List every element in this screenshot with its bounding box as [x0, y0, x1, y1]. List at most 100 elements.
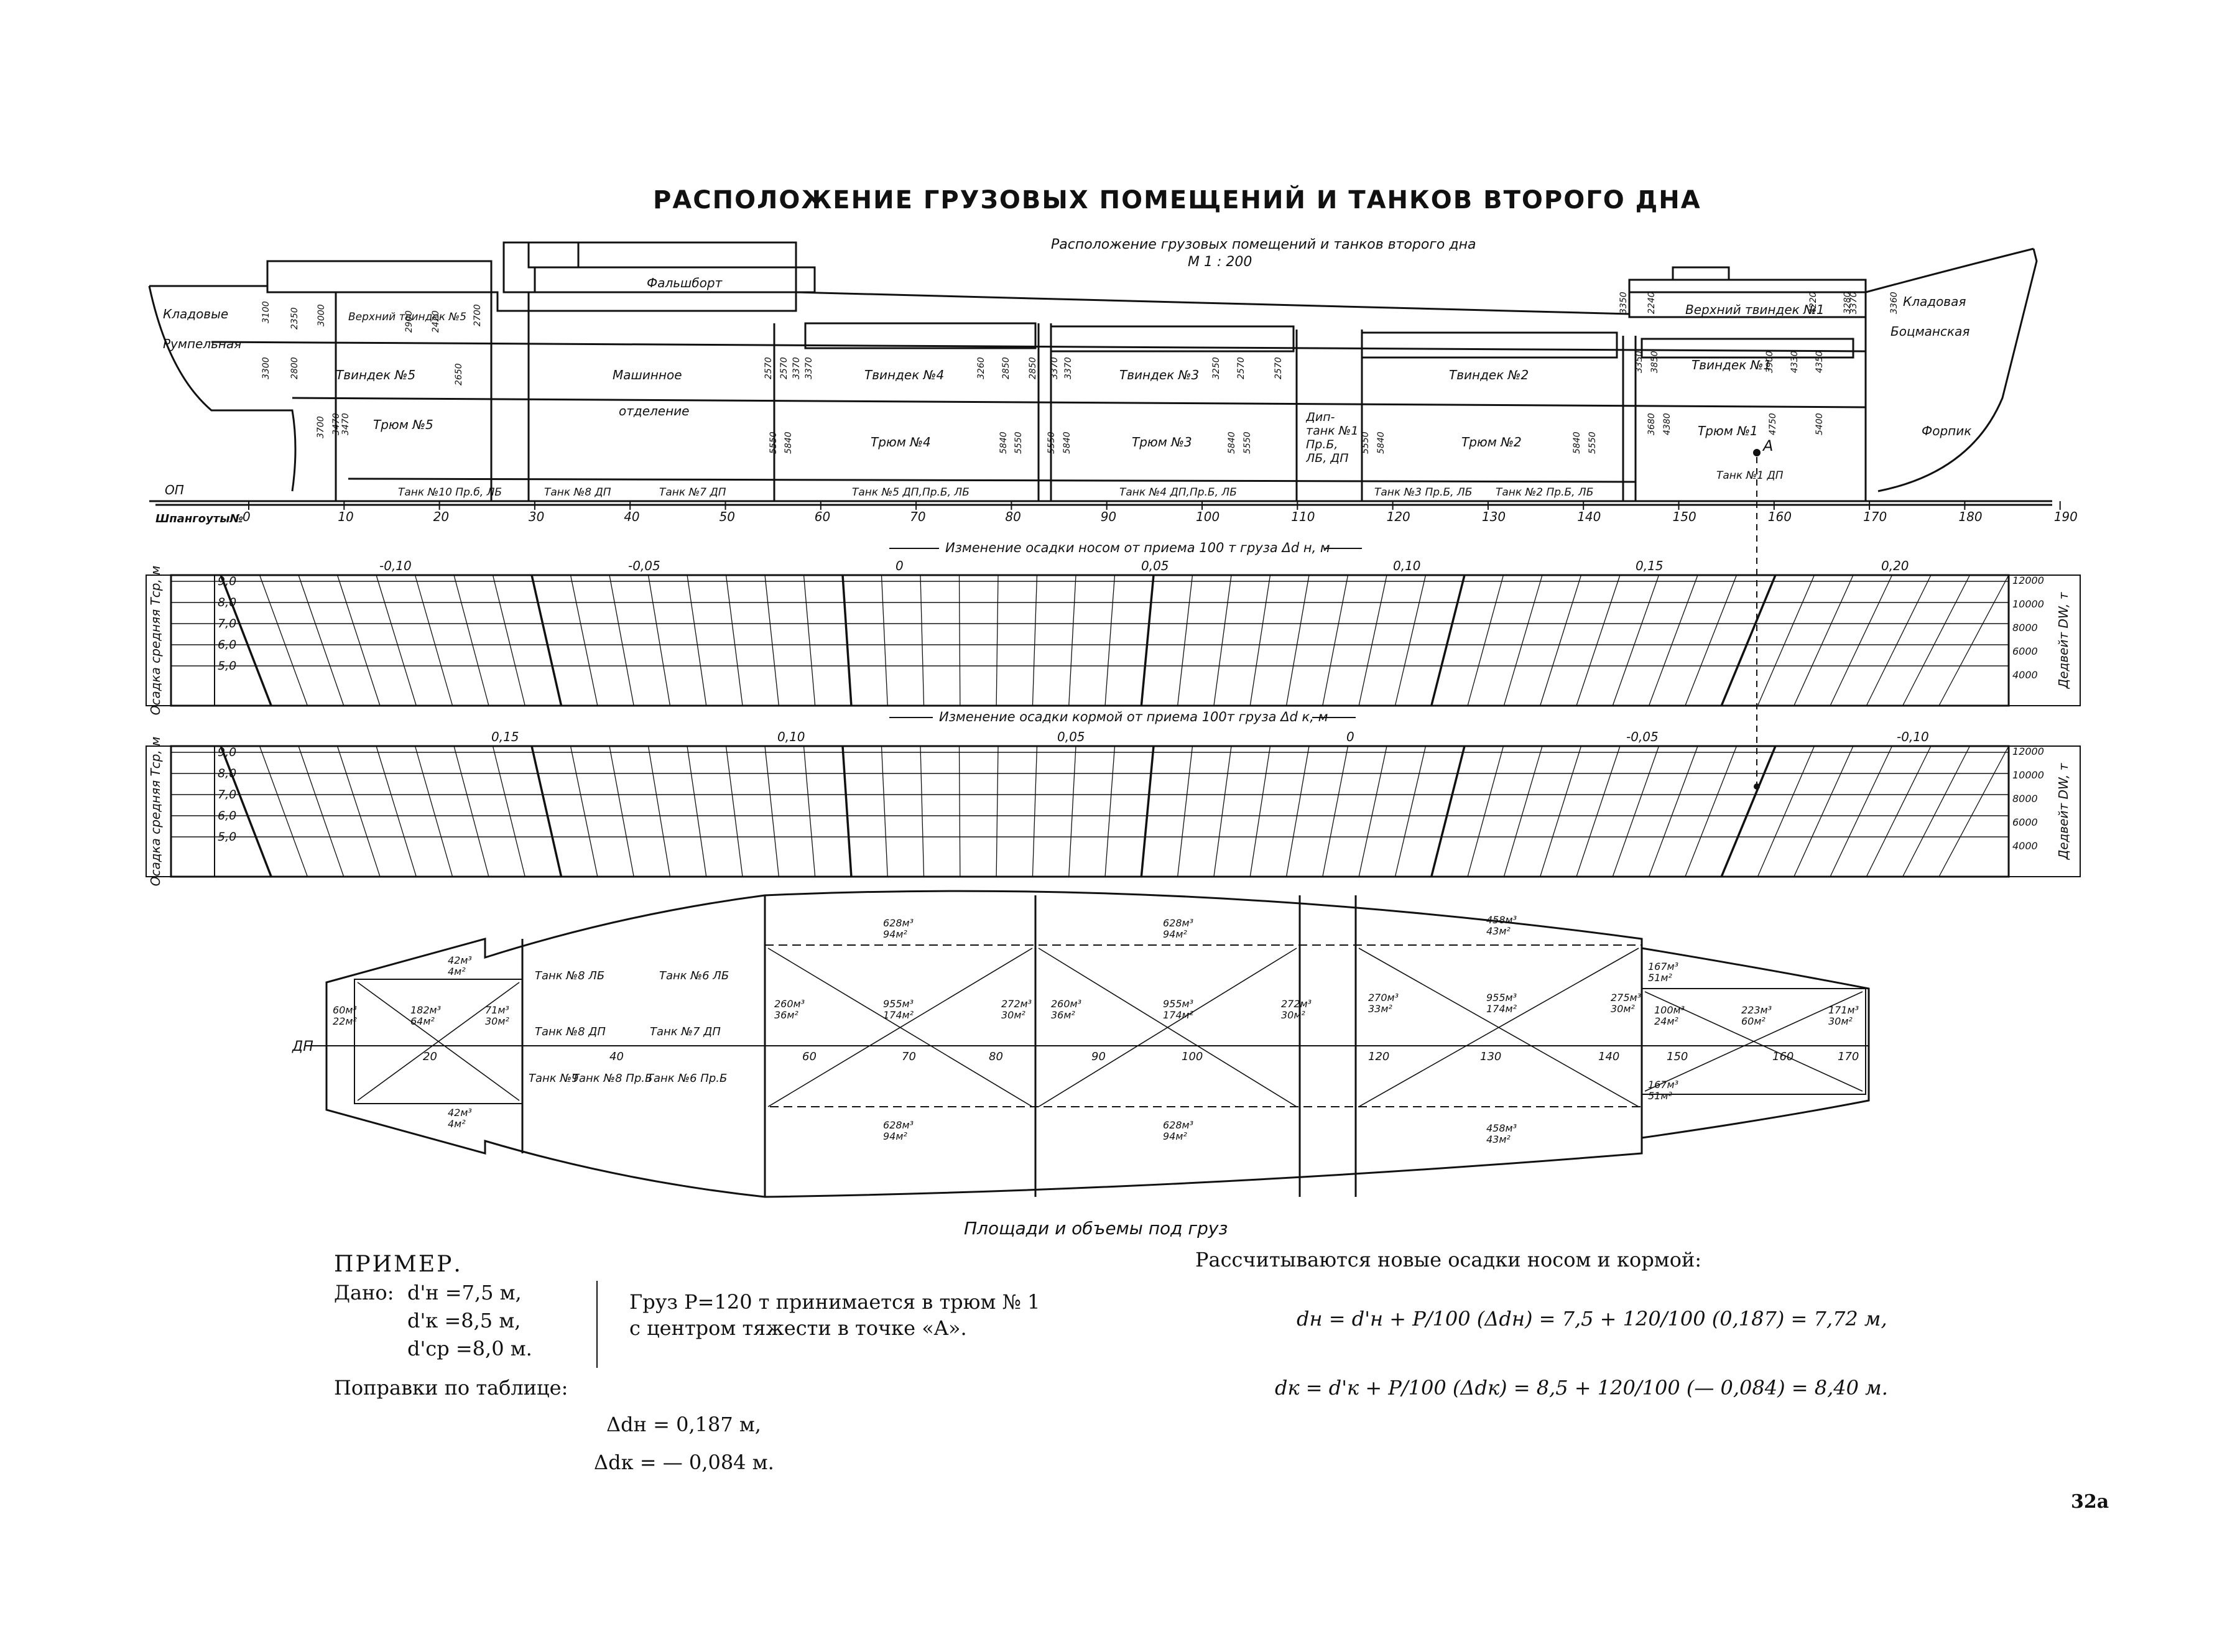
fan-line: [764, 575, 779, 706]
label-bulwark: Фальшборт: [647, 275, 723, 290]
top-scale-label: 0,15: [1636, 558, 1664, 573]
dimension-label: 5550: [1361, 431, 1371, 454]
plan-volume-label: 167м³: [1648, 961, 1678, 972]
label-tw3: Твиндек №3: [1119, 367, 1199, 382]
plan-area-label: 174м²: [1163, 1009, 1194, 1021]
ship-profile: [148, 241, 2052, 502]
fan-line: [492, 745, 525, 877]
fan-line: [687, 575, 707, 706]
fan-line: [725, 575, 743, 706]
fan-line: [1394, 575, 1427, 706]
plan-volume-label: 275м³: [1611, 992, 1641, 1004]
fan-line: [1612, 745, 1660, 877]
example-note-2: с центром тяжести в точке «A».: [629, 1316, 967, 1340]
plan-volume-label: 270м³: [1368, 992, 1399, 1004]
fan-line: [1104, 575, 1116, 706]
dimension-label: 3370: [1849, 292, 1859, 314]
plan-frame-number: 60: [802, 1050, 817, 1063]
given-dk: d'к =8,5 м,: [407, 1309, 521, 1332]
dimension-label: 4350: [1815, 351, 1825, 373]
fan-line: [1394, 745, 1427, 877]
fan-line: [1685, 575, 1738, 706]
fan-line: [1685, 745, 1738, 877]
plan-frame-number: 40: [609, 1050, 624, 1063]
stern-heading: Изменение осадки кормой от приема 100т г…: [939, 709, 1328, 724]
page-number: 32а: [2071, 1491, 2109, 1513]
frame-number: 120: [1387, 509, 1410, 524]
label-pantry-fwd: Кладовая: [1903, 294, 1966, 309]
fan-line: [570, 575, 598, 706]
given-label: Дано:: [334, 1281, 394, 1304]
top-scale-label: -0,10: [379, 558, 412, 573]
tank-4: Танк №4 ДП,Пр.Б, ЛБ: [1119, 486, 1237, 499]
fan-line: [1140, 745, 1155, 877]
frame-number: 180: [1958, 509, 1982, 524]
label-hold3: Трюм №3: [1132, 435, 1192, 450]
corrections-label: Поправки по таблице:: [334, 1376, 568, 1400]
plan-area-label: 22м²: [333, 1015, 357, 1027]
plan-volume-label: 628м³: [883, 1119, 914, 1131]
dw-label: 4000: [2012, 840, 2038, 852]
plan-volume-label: 42м³: [448, 954, 472, 966]
top-scale-label: -0,05: [628, 558, 660, 573]
diagram-left-axis-box: [146, 575, 172, 706]
fan-line: [920, 575, 925, 706]
plan-volume-label: 171м³: [1828, 1004, 1859, 1016]
fan-line: [1213, 745, 1232, 877]
plan-volume-label: 955м³: [1163, 998, 1193, 1010]
label-hold1: Трюм №1: [1698, 423, 1758, 438]
hatch-diagonal: [1038, 948, 1297, 1107]
frame-number: 110: [1291, 509, 1315, 524]
formula-stern: dк = d'к + P/100 (Δdк) = 8,5 + 120/100 (…: [1275, 1376, 1888, 1400]
frame-number: 170: [1863, 509, 1887, 524]
frame-number: 70: [910, 509, 925, 524]
plan-frame-number: 20: [423, 1050, 437, 1063]
draft-label: 5,0: [218, 830, 236, 844]
fan-line: [1467, 745, 1504, 877]
dimension-label: 5840: [999, 431, 1009, 454]
fan-line: [1104, 745, 1116, 877]
fan-line: [687, 745, 707, 877]
plan-area-label: 24м²: [1654, 1015, 1678, 1027]
top-scale-label: 0,20: [1881, 558, 1909, 573]
dimension-label: 5550: [1047, 431, 1057, 454]
fan-line: [1503, 575, 1543, 706]
correction-dk: Δdк = — 0,084 м.: [594, 1451, 774, 1474]
dimension-label: 3470: [331, 413, 341, 435]
dimension-label: 5840: [1572, 431, 1582, 454]
hatch-diagonal: [767, 948, 1033, 1107]
dimension-label: 3260: [976, 357, 986, 379]
dimension-label: 2570: [764, 357, 774, 379]
fan-line: [1866, 745, 1932, 877]
fan-line: [414, 575, 453, 706]
plan-volume-label: 260м³: [774, 998, 805, 1010]
fan-line: [725, 745, 743, 877]
fan-line: [1830, 745, 1893, 877]
plan-volume-label: 60м³: [333, 1004, 357, 1016]
dimension-label: 3370: [1050, 357, 1060, 379]
frames-label: Шпангоуты№: [155, 512, 243, 525]
frame-number: 10: [338, 509, 353, 524]
fan-line: [1430, 575, 1466, 706]
plan-volume-label: 272м³: [1001, 998, 1032, 1010]
tank-5: Танк №5 ДП,Пр.Б, ЛБ: [852, 486, 970, 499]
fan-line: [1358, 575, 1387, 706]
plan-area-label: 174м²: [1486, 1003, 1517, 1015]
top-scale-label: 0,10: [1393, 558, 1421, 573]
fan-line: [647, 745, 671, 877]
plan-frame-number: 140: [1598, 1050, 1619, 1063]
plan-area-label: 51м²: [1648, 1090, 1672, 1102]
dimension-label: 4750: [1768, 413, 1778, 435]
dimension-label: 3250: [1211, 357, 1221, 379]
tank-8: Танк №8 ДП: [544, 486, 611, 499]
dimension-label: 5550: [1243, 431, 1252, 454]
plan-volume-label: 71м³: [485, 1004, 509, 1016]
fan-line: [1068, 575, 1076, 706]
label-hold4: Трюм №4: [871, 435, 931, 450]
dw-label: 4000: [2012, 669, 2038, 681]
label-forepeak: Форпик: [1922, 423, 1971, 438]
fan-line: [1902, 575, 1971, 706]
